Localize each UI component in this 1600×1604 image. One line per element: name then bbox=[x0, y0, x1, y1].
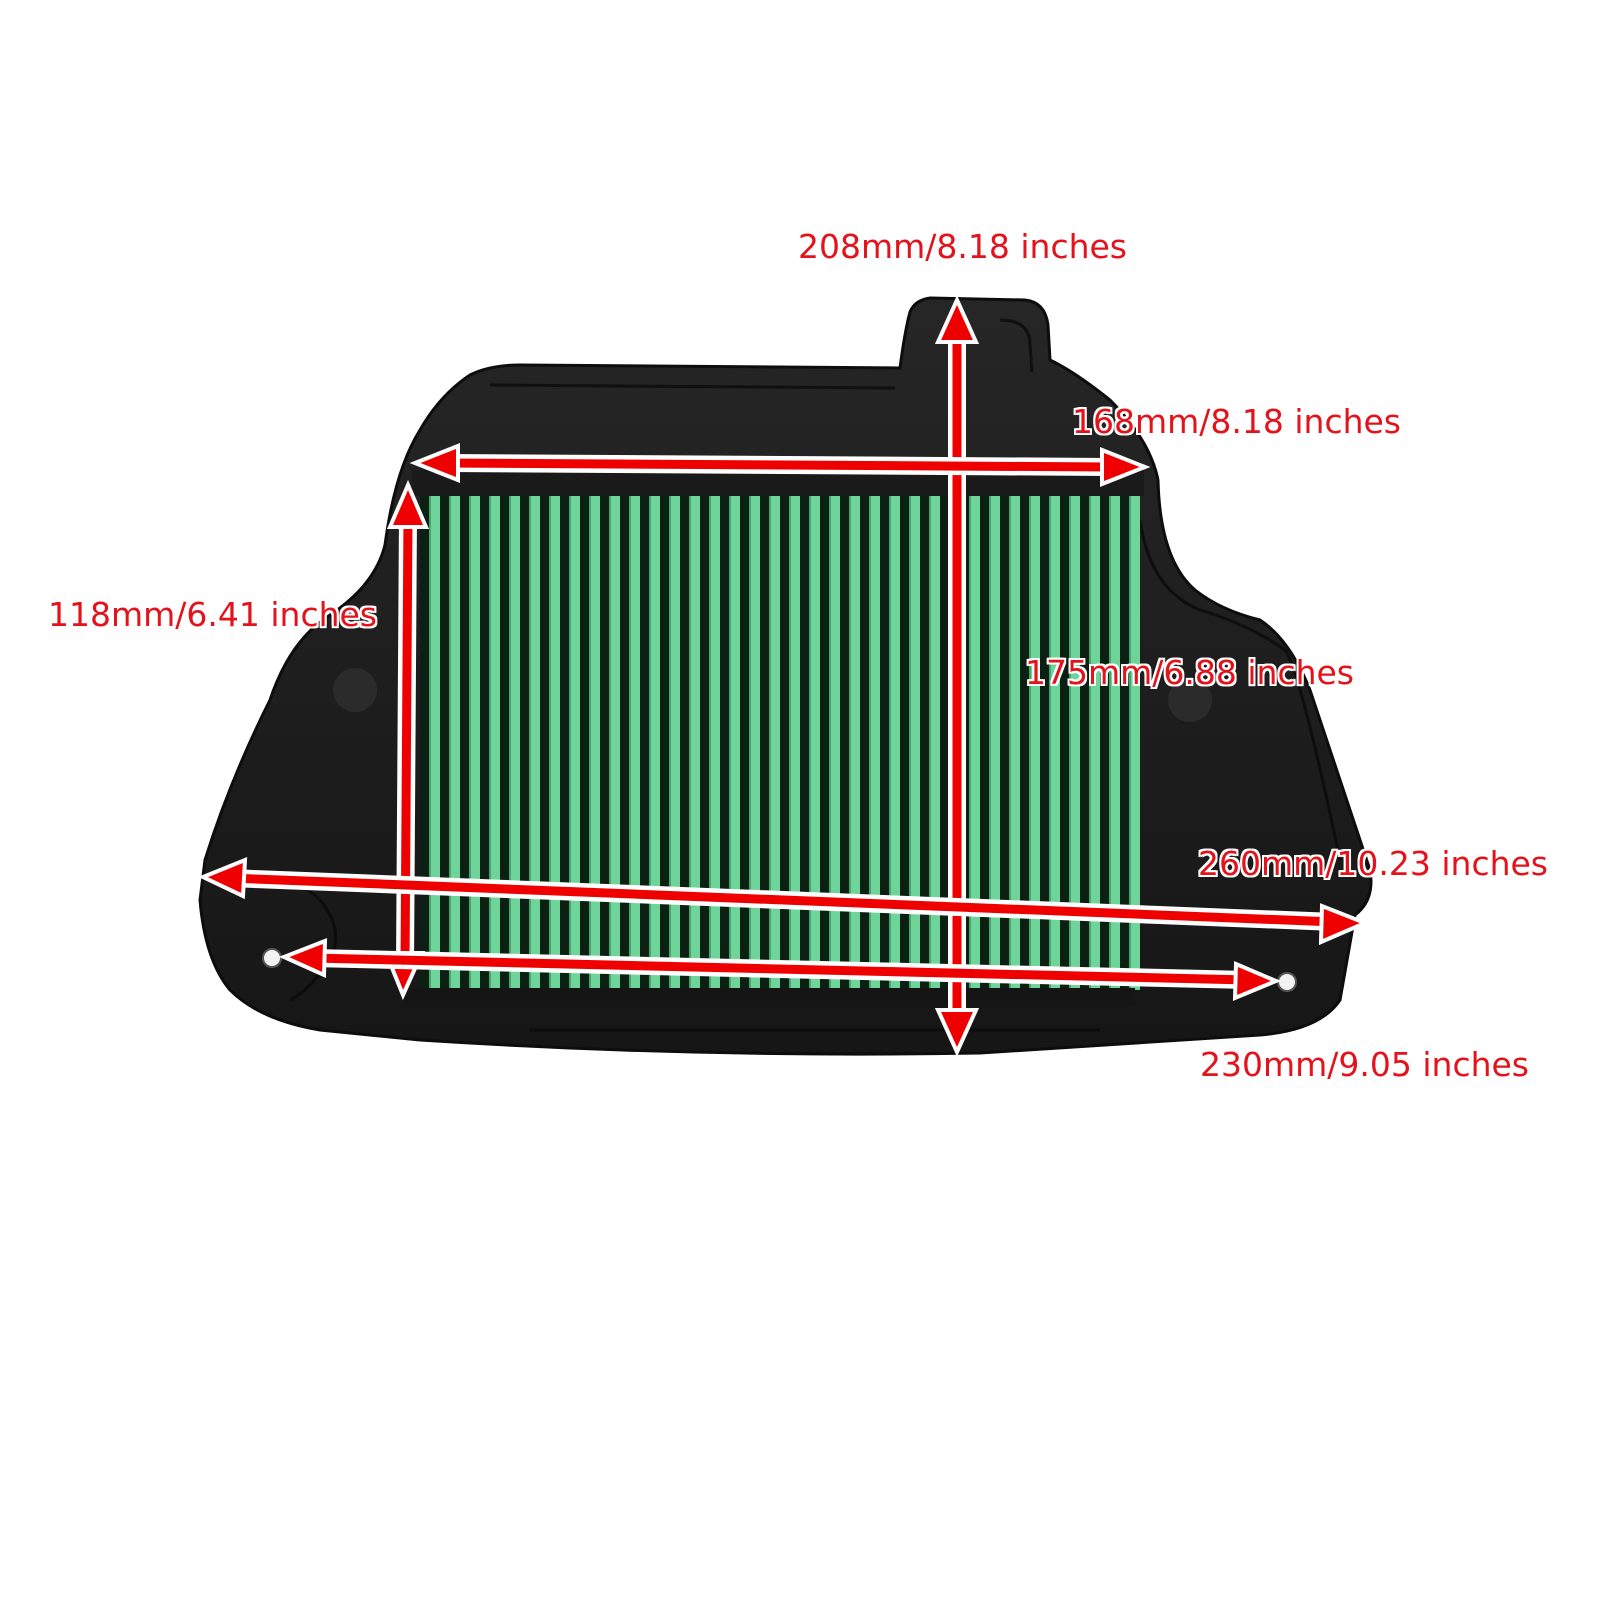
mount-hole-right bbox=[1277, 972, 1297, 992]
mount-boss-left bbox=[333, 668, 377, 712]
mount-boss-right bbox=[1168, 678, 1212, 722]
arrow-overall-width bbox=[198, 856, 1371, 946]
arrow-filter-width bbox=[409, 443, 1151, 487]
arrow-hole-spacing bbox=[278, 938, 1282, 1002]
media-bottom-rim bbox=[405, 988, 1135, 1006]
frame-gasket-line bbox=[249, 318, 1342, 1032]
label-hole-spacing: 230mm/9.05 inches bbox=[1200, 1045, 1530, 1084]
label-mid-width: 175mm/6.88 inches bbox=[1025, 653, 1355, 692]
dimension-arrows bbox=[198, 295, 1371, 1057]
label-filter-height: 118mm/6.41 inches bbox=[48, 595, 378, 634]
label-overall-width: 260mm/10.23 inches bbox=[1198, 844, 1548, 883]
mount-hole-left bbox=[262, 948, 282, 968]
label-overall-height: 208mm/8.18 inches bbox=[798, 227, 1128, 266]
label-filter-width: 168mm/8.18 inches bbox=[1072, 402, 1402, 441]
